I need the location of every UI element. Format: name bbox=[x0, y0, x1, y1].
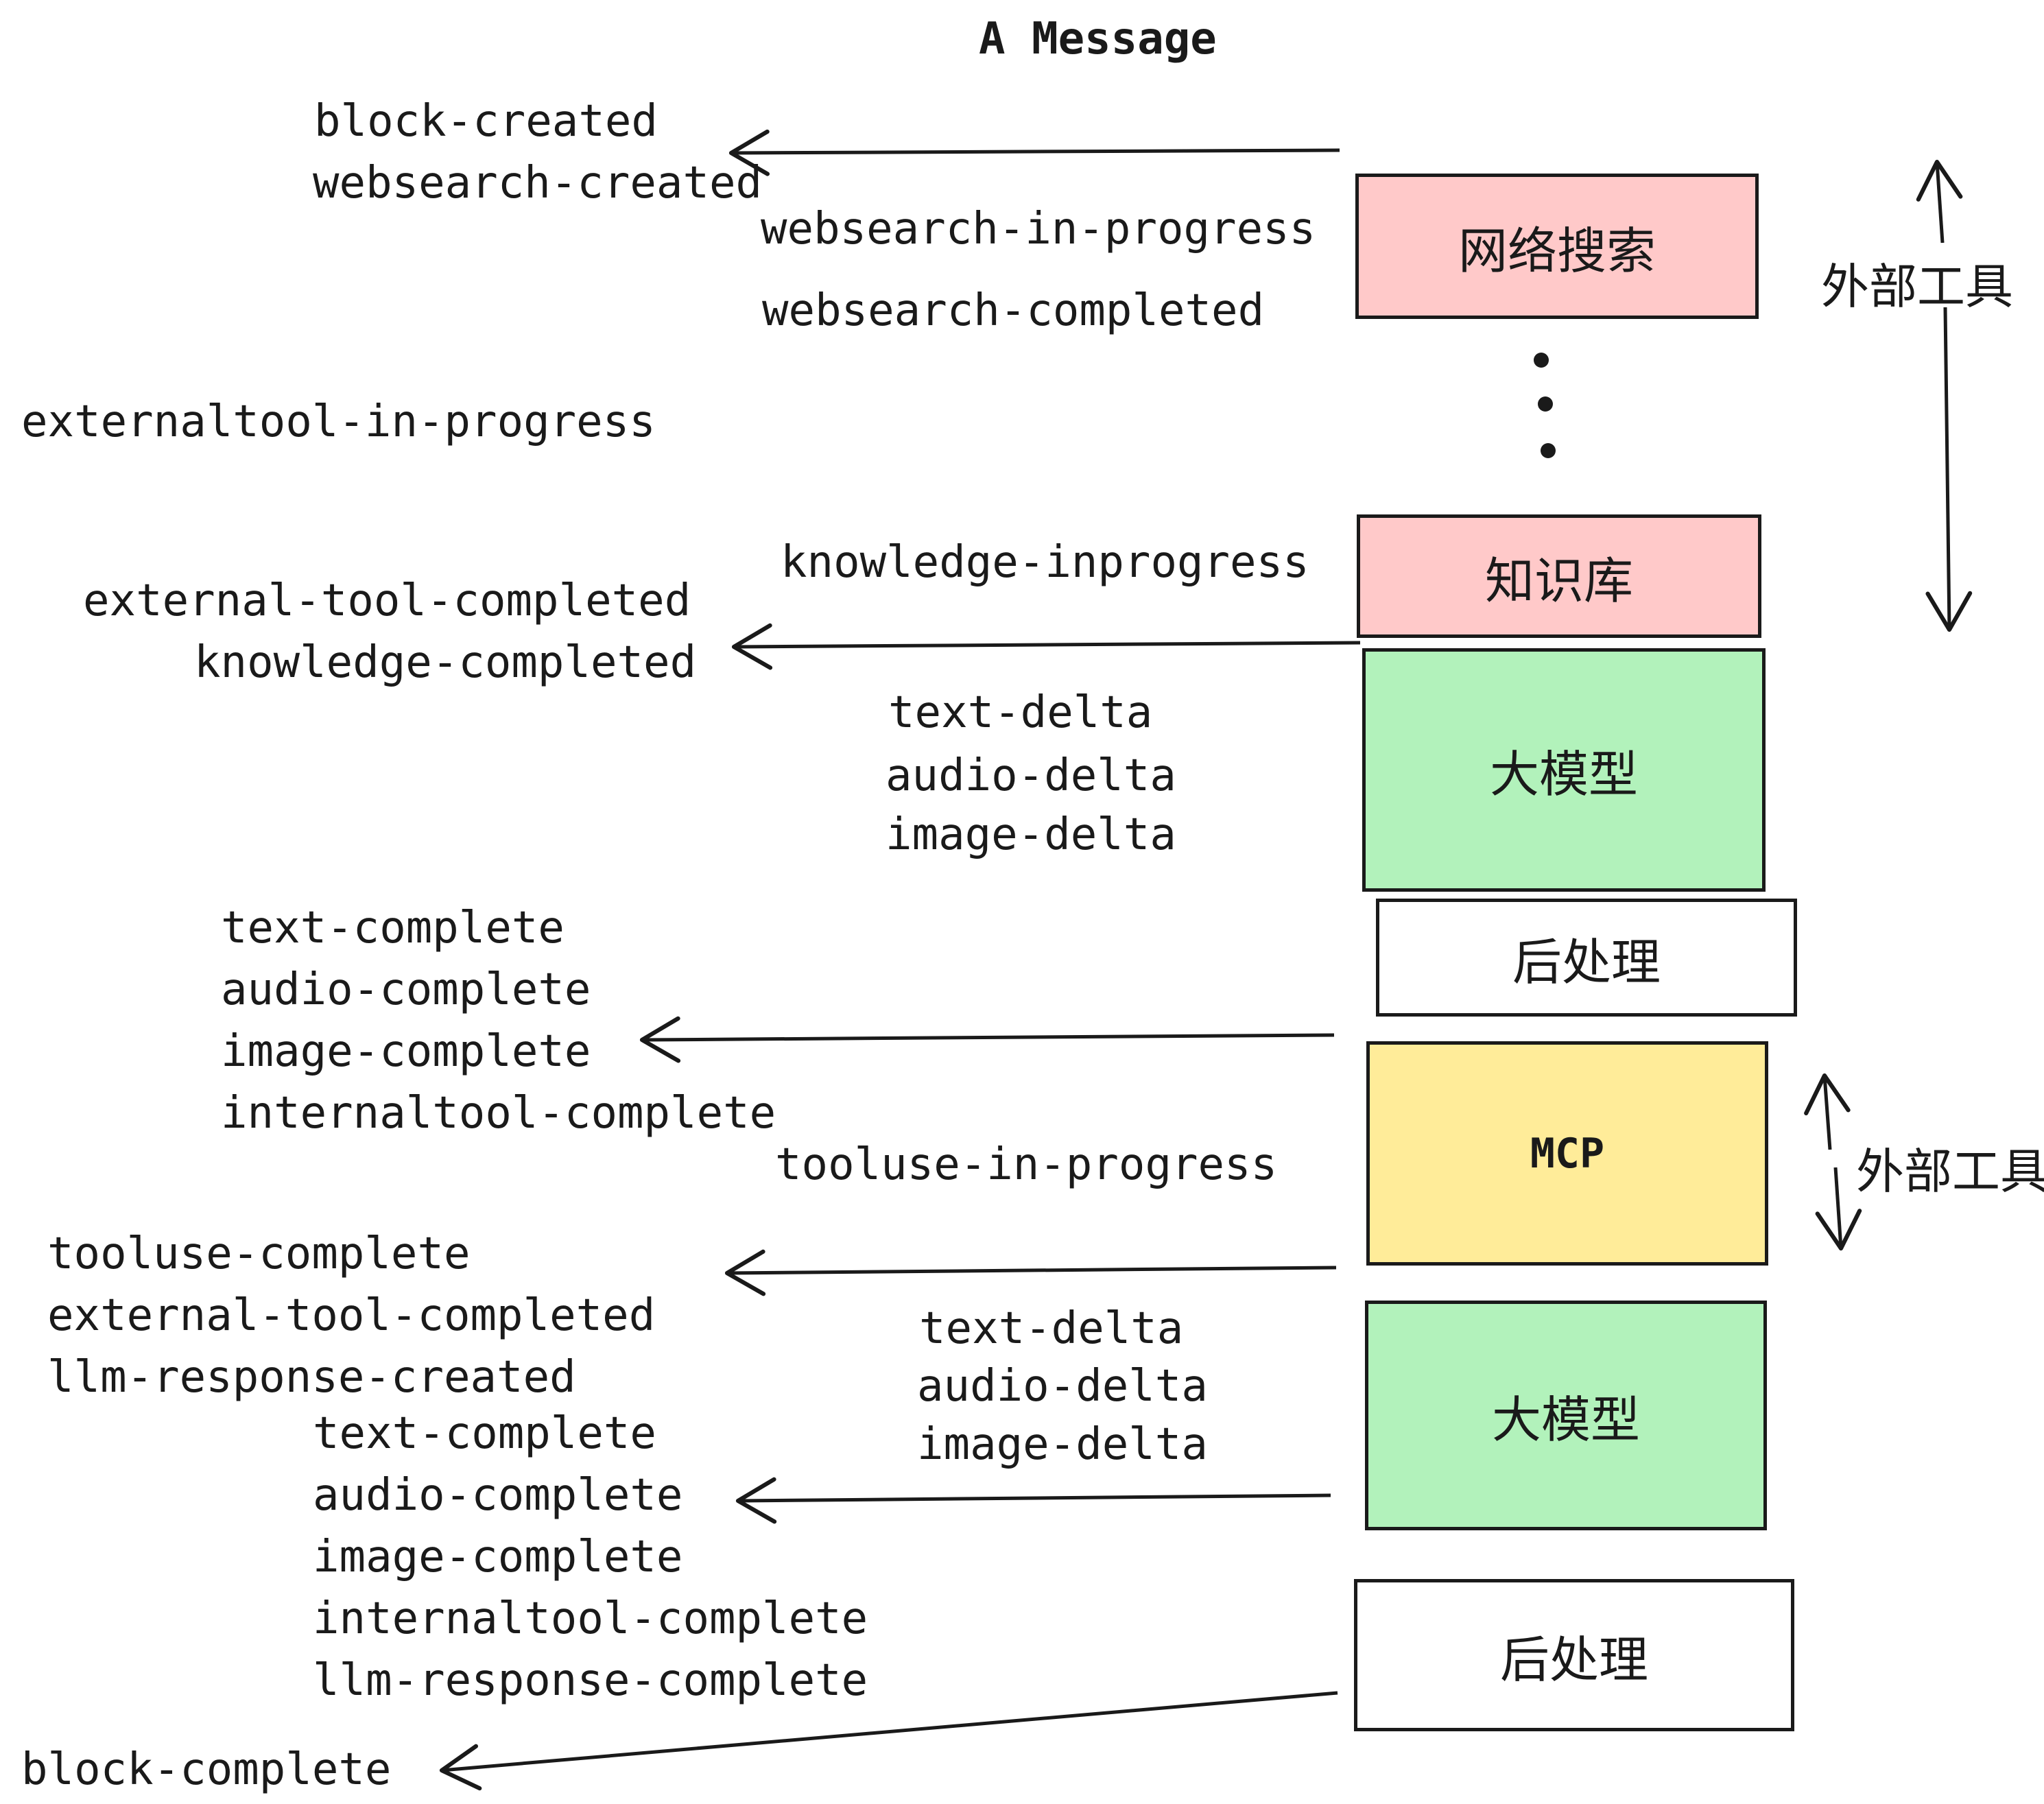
box-postprocess-2: 后处理 bbox=[1354, 1579, 1794, 1731]
event-text-delta-2: text-delta bbox=[919, 1303, 1184, 1354]
arrow-external-tools-up bbox=[1916, 159, 1963, 244]
ellipsis-dot bbox=[1534, 353, 1549, 368]
arrow-to-knowledge-completed bbox=[731, 623, 1361, 670]
event-llm-response-complete: llm-response-complete bbox=[313, 1655, 868, 1706]
page-title: A Message bbox=[979, 14, 1217, 64]
external-tools-label-mcp: 外部工具 bbox=[1856, 1143, 2044, 1200]
arrow-external-tools-down bbox=[1925, 307, 1973, 632]
arrow-to-block-created bbox=[728, 129, 1340, 176]
box-llm-1: 大模型 bbox=[1362, 648, 1766, 892]
event-text-delta-1: text-delta bbox=[888, 687, 1153, 738]
event-audio-delta-2: audio-delta bbox=[917, 1361, 1208, 1412]
external-tools-label-top: 外部工具 bbox=[1821, 259, 2013, 315]
event-websearch-created: websearch-created bbox=[313, 158, 763, 209]
event-block-created: block-created bbox=[314, 96, 658, 147]
event-image-delta-1: image-delta bbox=[886, 809, 1176, 860]
event-externaltool-in-progress: externaltool-in-progress bbox=[21, 396, 656, 447]
box-mcp: MCP bbox=[1366, 1041, 1768, 1266]
event-text-complete-1: text-complete bbox=[221, 903, 565, 953]
event-external-tool-completed-2: external-tool-completed bbox=[47, 1290, 656, 1341]
arrow-to-image-complete bbox=[639, 1016, 1335, 1063]
event-text-complete-2: text-complete bbox=[313, 1408, 656, 1459]
arrow-mcp-external-up bbox=[1804, 1073, 1851, 1150]
ellipsis-dot bbox=[1541, 443, 1556, 458]
event-tooluse-complete: tooluse-complete bbox=[47, 1229, 471, 1279]
event-image-delta-2: image-delta bbox=[917, 1419, 1208, 1470]
event-tooluse-in-progress: tooluse-in-progress bbox=[775, 1139, 1278, 1190]
event-audio-complete-2: audio-complete bbox=[313, 1470, 683, 1521]
event-image-complete-2: image-complete bbox=[313, 1532, 683, 1582]
event-knowledge-inprogress: knowledge-inprogress bbox=[781, 537, 1309, 588]
box-postprocess-1: 后处理 bbox=[1376, 899, 1797, 1017]
arrow-to-tooluse-complete bbox=[724, 1249, 1337, 1296]
event-image-complete-1: image-complete bbox=[221, 1026, 591, 1077]
event-internaltool-complete-2: internaltool-complete bbox=[313, 1593, 868, 1644]
event-knowledge-completed: knowledge-completed bbox=[194, 637, 697, 688]
arrow-mcp-external-down bbox=[1815, 1167, 1862, 1251]
arrow-to-audio-complete bbox=[735, 1477, 1331, 1524]
event-external-tool-completed-1: external-tool-completed bbox=[83, 575, 691, 626]
box-llm-2: 大模型 bbox=[1365, 1301, 1767, 1530]
event-internaltool-complete-1: internaltool-complete bbox=[221, 1088, 776, 1139]
box-knowledge: 知识库 bbox=[1357, 514, 1761, 638]
event-audio-complete-1: audio-complete bbox=[221, 964, 591, 1015]
event-websearch-completed: websearch-completed bbox=[762, 285, 1265, 336]
event-llm-response-created: llm-response-created bbox=[47, 1352, 576, 1403]
ellipsis-dot bbox=[1538, 396, 1553, 412]
event-audio-delta-1: audio-delta bbox=[886, 750, 1176, 801]
box-websearch: 网络搜索 bbox=[1355, 174, 1759, 319]
event-websearch-in-progress: websearch-in-progress bbox=[761, 204, 1316, 254]
event-block-complete: block-complete bbox=[21, 1744, 392, 1795]
